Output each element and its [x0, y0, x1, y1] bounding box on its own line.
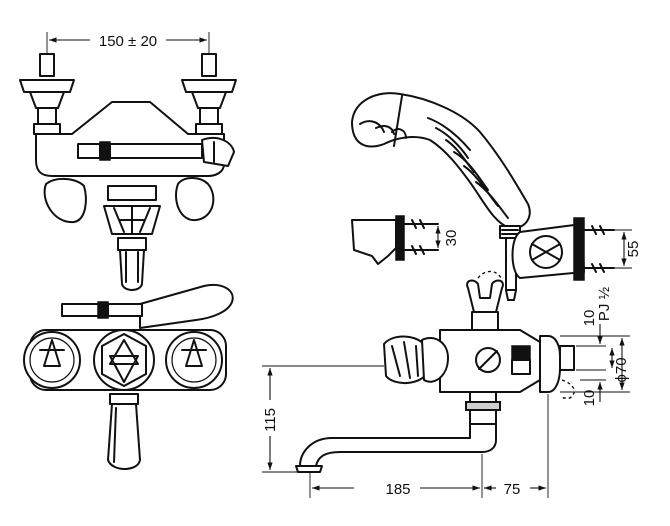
dimension-115: 115 — [262, 365, 384, 473]
dim-label-thread: PJ ½ — [596, 286, 613, 321]
dimension-flange: 10 PJ ½ ϕ70 10 — [560, 286, 630, 406]
dimension-55: 55 — [614, 229, 642, 269]
dim-label-115: 115 — [262, 408, 279, 432]
dim-label-top-10: 10 — [581, 310, 598, 327]
shower-head — [351, 92, 531, 301]
top-view — [23, 284, 234, 470]
wall-bracket — [511, 217, 615, 281]
bracket-clip — [351, 215, 439, 265]
dim-label-185: 185 — [385, 481, 410, 498]
dim-label-spacing: 150 ± 20 — [99, 33, 157, 50]
side-view-mixer — [295, 270, 575, 473]
dim-label-bottom-10: 10 — [581, 390, 598, 407]
dimension-30: 30 — [435, 226, 460, 248]
dim-label-55: 55 — [625, 241, 642, 258]
dim-label-30: 30 — [443, 230, 460, 247]
dimension-spacing: 150 ± 20 — [46, 32, 210, 54]
dim-label-diameter: ϕ70 — [613, 357, 630, 382]
front-view — [19, 53, 237, 291]
dimension-185-75: 185 75 — [309, 394, 549, 498]
dim-label-75: 75 — [504, 481, 521, 498]
